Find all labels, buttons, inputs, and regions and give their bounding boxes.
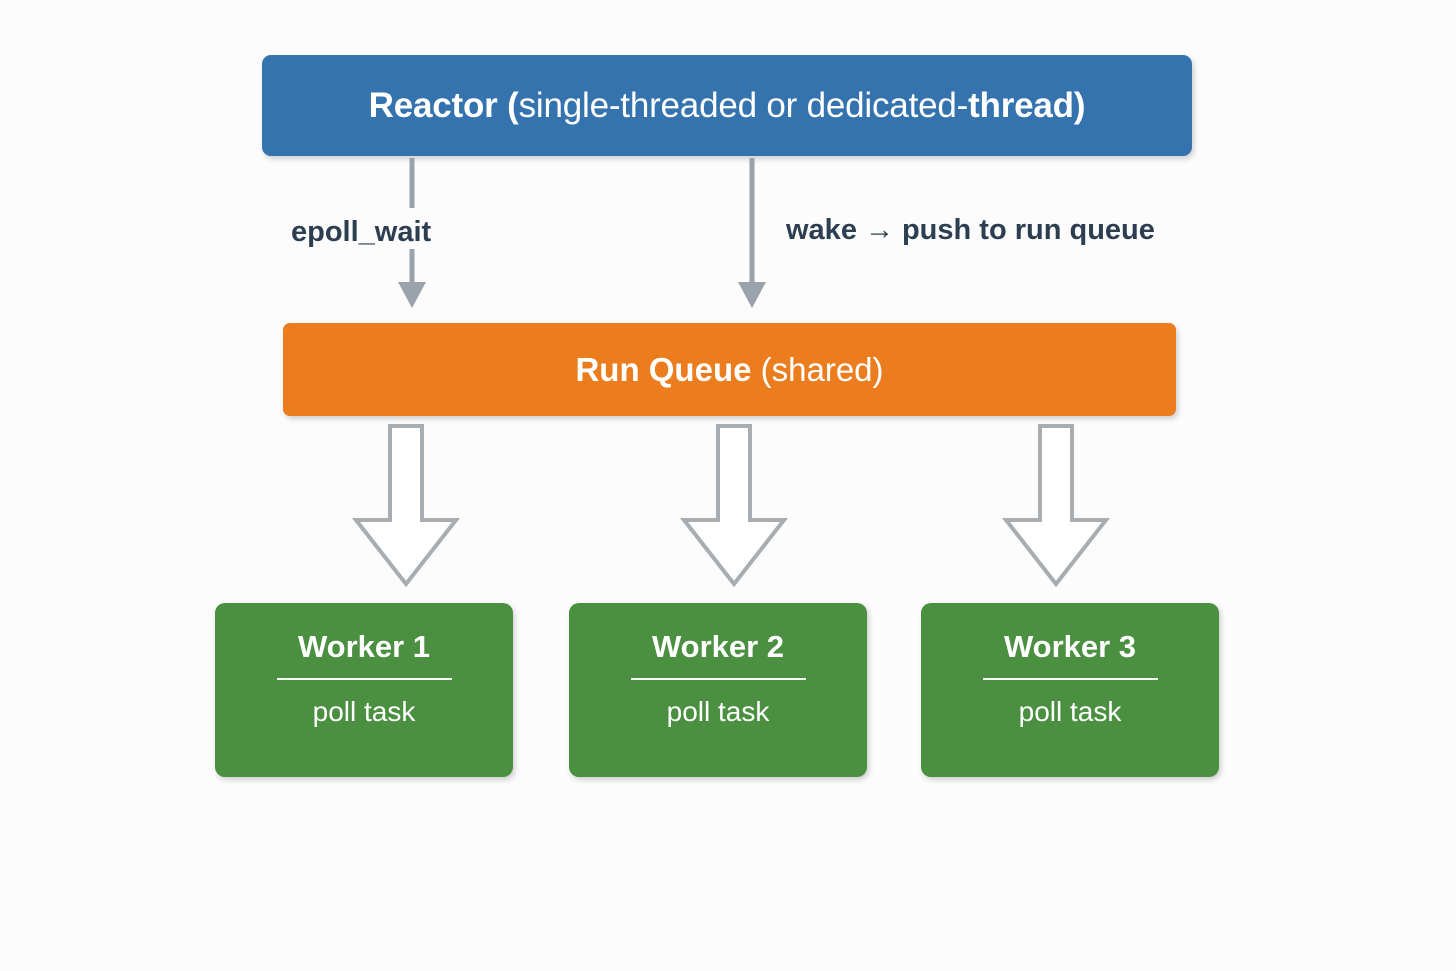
block-arrow-to-worker-1 <box>352 424 460 588</box>
edge-label-epoll-wait: epoll_wait <box>285 216 438 249</box>
run-queue-shared-text: (shared) <box>760 350 884 388</box>
reactor-title-bold-prefix: Reactor ( <box>368 85 519 125</box>
run-queue-title: Run Queue (shared) <box>575 351 883 389</box>
edge-label-wake: wake <box>786 214 857 246</box>
edge-label-push-to-run-queue: push to run queue <box>901 214 1155 246</box>
run-queue-title-bold: Run Queue <box>575 350 752 388</box>
right-arrow-icon: → <box>864 214 894 246</box>
worker-subtitle: poll task <box>1018 695 1122 727</box>
reactor-title-bold-suffix: thread) <box>968 85 1086 125</box>
worker-node-1[interactable]: Worker 1 poll task <box>215 603 513 777</box>
worker-title: Worker 2 <box>651 629 785 664</box>
run-queue-node[interactable]: Run Queue (shared) <box>283 323 1176 416</box>
worker-subtitle: poll task <box>312 695 416 727</box>
reactor-node[interactable]: Reactor (single-threaded or dedicated-th… <box>262 55 1192 156</box>
reactor-title: Reactor (single-threaded or dedicated-th… <box>369 86 1086 126</box>
worker-divider <box>630 677 806 680</box>
worker-node-3[interactable]: Worker 3 poll task <box>921 603 1219 777</box>
worker-subtitle: poll task <box>666 695 770 727</box>
run-queue-title-light: (shared) <box>751 350 884 388</box>
block-arrow-to-worker-2 <box>680 424 788 588</box>
wake-push-arrow <box>738 158 766 308</box>
edge-label-wake-push: wake→push to run queue <box>786 216 1155 245</box>
worker-divider <box>982 677 1158 680</box>
worker-node-2[interactable]: Worker 2 poll task <box>569 603 867 777</box>
worker-divider <box>276 677 452 680</box>
worker-title: Worker 1 <box>297 629 431 664</box>
worker-title: Worker 3 <box>1003 629 1137 664</box>
block-arrow-to-worker-3 <box>1002 424 1110 588</box>
reactor-title-light-middle: single-threaded or dedicated- <box>518 85 969 125</box>
